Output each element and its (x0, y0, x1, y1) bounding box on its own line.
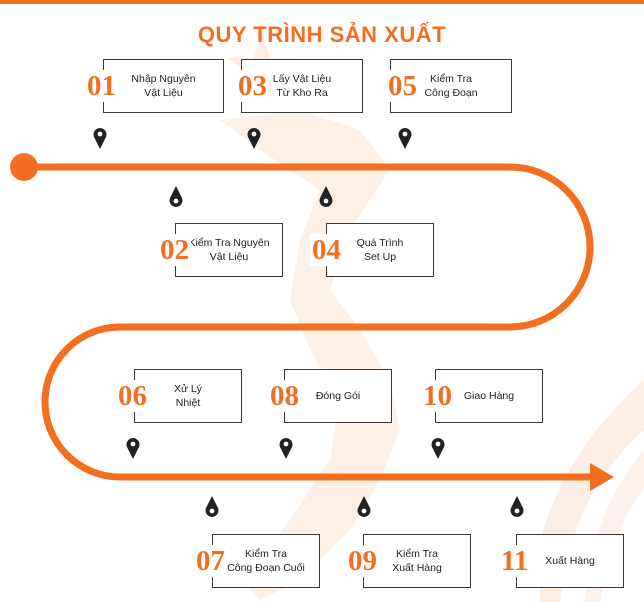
step-number: 04 (310, 234, 343, 266)
map-pin-icon (431, 438, 445, 459)
map-pin-icon (205, 496, 219, 517)
map-pin-icon (319, 186, 333, 207)
map-pin-icon (93, 128, 107, 149)
step-number: 07 (194, 545, 227, 577)
step-02-box: Kiểm Tra Nguyên Vật Liệu (175, 223, 283, 277)
step-label: Kiểm Tra Công Đoạn Cuối (227, 548, 305, 574)
flow-arrow-head (590, 463, 614, 491)
step-number: 11 (499, 545, 531, 577)
map-pin-icon (247, 128, 261, 149)
step-04-box: Quá Trình Set Up (326, 223, 434, 277)
step-06-box: Xử Lý Nhiệt (134, 369, 242, 423)
step-label: Nhập Nguyên Vật Liệu (131, 73, 196, 99)
step-09-box: Kiểm Tra Xuất Hàng (363, 534, 471, 588)
step-number: 05 (386, 70, 419, 102)
step-08-box: Đóng Gói (284, 369, 392, 423)
step-label: Xuất Hàng (545, 555, 595, 567)
step-number: 08 (268, 380, 301, 412)
map-pin-icon (279, 438, 293, 459)
top-accent-line (0, 0, 644, 4)
step-number: 01 (85, 70, 118, 102)
step-label: Đóng Gói (315, 390, 361, 402)
map-pin-icon (510, 496, 524, 517)
step-label: Lấy Vật Liệu Từ Kho Ra (272, 73, 332, 99)
background-map-shape (220, 110, 400, 600)
step-number: 09 (346, 545, 379, 577)
step-number: 06 (116, 380, 149, 412)
map-pin-icon (357, 496, 371, 517)
step-label: Giao Hàng (463, 390, 515, 402)
map-pin-icon (169, 186, 183, 207)
step-label: Kiểm Tra Nguyên Vật Liệu (188, 237, 270, 263)
step-number: 03 (236, 70, 269, 102)
map-pin-icon (126, 438, 140, 459)
step-03-box: Lấy Vật Liệu Từ Kho Ra (241, 59, 363, 113)
step-01-box: Nhập Nguyên Vật Liệu (103, 59, 224, 113)
step-number: 02 (158, 234, 191, 266)
step-number: 10 (421, 380, 454, 412)
step-11-box: Xuất Hàng (516, 534, 624, 588)
page-title: QUY TRÌNH SẢN XUẤT (197, 22, 447, 47)
map-pin-icon (398, 128, 412, 149)
step-label: Kiểm Tra Xuất Hàng (392, 548, 442, 574)
step-label: Kiểm Tra Công Đoạn (424, 73, 478, 99)
step-label: Xử Lý Nhiệt (173, 383, 203, 409)
flow-line (20, 163, 594, 481)
step-label: Quá Trình Set Up (356, 237, 404, 263)
step-07-box: Kiểm Tra Công Đoạn Cuối (212, 534, 320, 588)
